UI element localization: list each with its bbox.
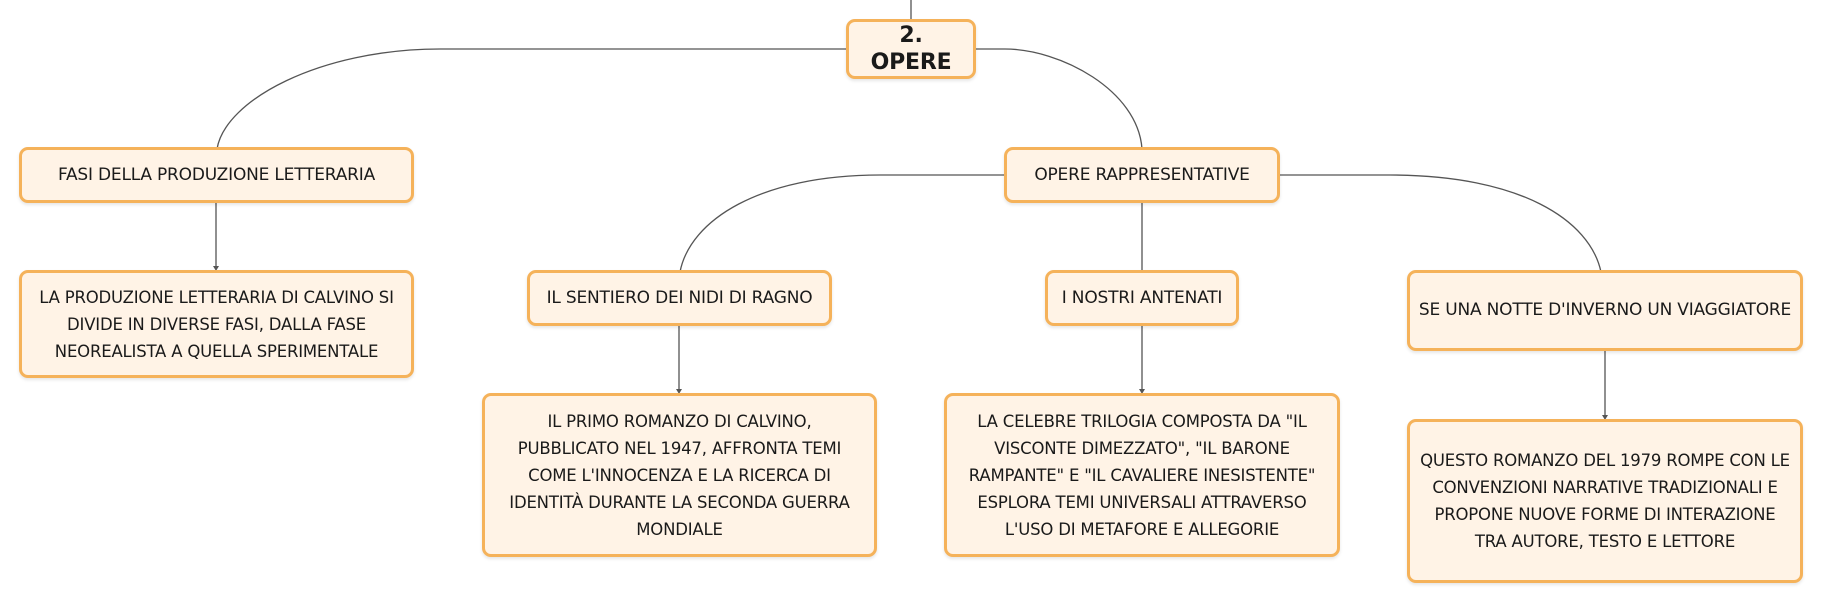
root-node-opere[interactable]: 2. OPERE: [846, 19, 976, 79]
node-opere-rappresentative[interactable]: OPERE RAPPRESENTATIVE: [1004, 147, 1280, 203]
node-fasi-produzione[interactable]: FASI DELLA PRODUZIONE LETTERARIA: [19, 147, 414, 203]
node-antenati-detail[interactable]: LA CELEBRE TRILOGIA COMPOSTA DA "IL VISC…: [944, 393, 1340, 557]
connector-root-to-opere: [974, 48, 1143, 150]
node-notte-inverno-viaggiatore[interactable]: SE UNA NOTTE D'INVERNO UN VIAGGIATORE: [1407, 270, 1803, 351]
node-fasi-detail[interactable]: LA PRODUZIONE LETTERARIA DI CALVINO SI D…: [19, 270, 414, 378]
arrowhead-fasi-detail: [213, 266, 219, 271]
node-sentiero-detail[interactable]: IL PRIMO ROMANZO DI CALVINO, PUBBLICATO …: [482, 393, 877, 557]
connector-opere-to-viaggiatore: [1278, 174, 1602, 273]
node-viaggiatore-detail[interactable]: QUESTO ROMANZO DEL 1979 ROMPE CON LE CON…: [1407, 419, 1803, 583]
arrowhead-sentiero-detail: [676, 389, 682, 394]
node-nostri-antenati[interactable]: I NOSTRI ANTENATI: [1045, 270, 1239, 326]
node-sentiero-nidi-ragno[interactable]: IL SENTIERO DEI NIDI DI RAGNO: [527, 270, 832, 326]
connector-opere-to-sentiero: [679, 174, 1006, 273]
arrowhead-antenati-detail: [1139, 389, 1145, 394]
connector-root-to-fasi: [216, 48, 848, 150]
arrowhead-viaggiatore-detail: [1602, 415, 1608, 420]
